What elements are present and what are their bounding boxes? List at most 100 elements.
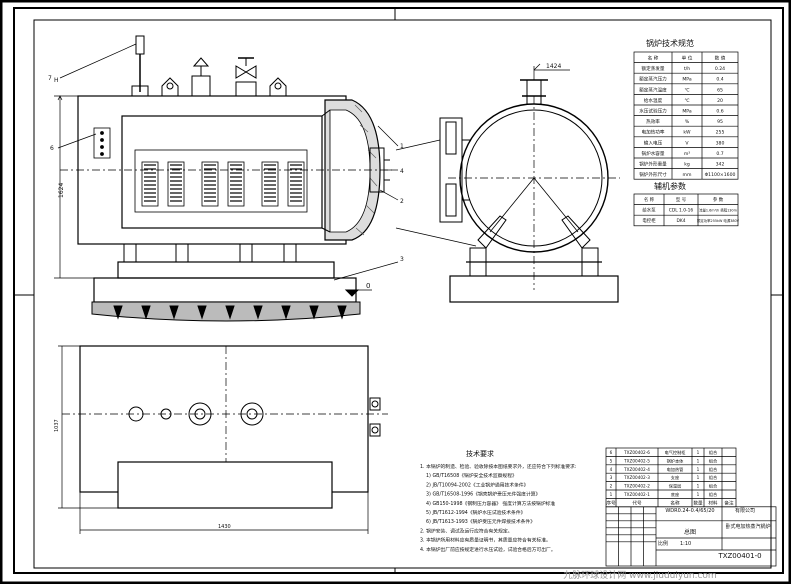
side-elevation-view <box>54 35 392 322</box>
plan-width-text: 1430 <box>218 524 231 530</box>
plan-bolt-1 <box>369 397 381 411</box>
tech-req-line: 2) JB/T10094-2002《工业锅炉通用技术条件》 <box>426 481 528 488</box>
spec-table-title: 锅炉技术规范 <box>646 38 694 48</box>
parts-cell: 组合 <box>709 483 718 490</box>
spec-cell: 电加热功率 <box>642 129 665 136</box>
main-steam-valve <box>235 81 257 96</box>
aux-cell: 给水泵 <box>642 207 656 214</box>
spec-cell: 20 <box>717 98 723 104</box>
tech-req-line: 6) JB/T1613-1993《锅炉受压元件焊接技术条件》 <box>426 518 535 525</box>
plan-nozzle-3 <box>240 402 264 426</box>
parts-header-cell: 材料 <box>708 500 718 507</box>
spec-cell: 95 <box>717 119 723 125</box>
aux-table-title: 辅机参数 <box>654 181 686 191</box>
parts-header-cell: 数量 <box>693 500 703 507</box>
anchor-bolt <box>113 305 123 320</box>
tech-req-line: 4. 本锅炉出厂前应按规定进行水压试验，试验合格后方可出厂。 <box>420 546 556 553</box>
aux-cell: 额定功率255kW 电源380V <box>697 218 740 223</box>
spec-header-cell: 数 值 <box>715 55 726 62</box>
spec-cell: 0.7 <box>716 151 723 157</box>
anchor-bolt <box>309 305 319 320</box>
spec-cell: 锅炉外形重量 <box>639 161 667 168</box>
tech-req-line: 3. 本锅炉所用材料应有质量证明书，其质量应符合有关标准。 <box>420 537 551 544</box>
parts-cell: TXZ00402-3 <box>623 475 650 480</box>
spec-header-cell: 单 位 <box>682 55 693 62</box>
parts-cell: TXZ00402-1 <box>623 492 650 497</box>
spec-cell: kg <box>684 162 690 168</box>
spec-cell: m³ <box>684 151 690 157</box>
parts-cell: 组合 <box>709 474 718 481</box>
saddle-support-right <box>561 215 591 249</box>
parts-cell: TXZ00402-5 <box>623 458 650 463</box>
anchor-bolts <box>113 305 347 320</box>
spec-cell: kW <box>683 130 691 136</box>
lifting-lug-2 <box>269 77 287 96</box>
spec-cell: 342 <box>716 162 725 168</box>
heater-bank-end <box>439 117 463 223</box>
company-name: 有限公司 <box>735 507 755 514</box>
parts-cell: 锅炉本体 <box>667 457 685 464</box>
spec-cell: 380 <box>716 140 725 146</box>
spec-cell: 0.4 <box>716 77 723 83</box>
parts-cell: 底座 <box>671 491 679 498</box>
heater-grille <box>287 161 305 207</box>
parts-header-cell: 名称 <box>670 500 680 507</box>
aux-table-frame <box>633 193 739 227</box>
spec-cell: ℃ <box>684 87 689 93</box>
plan-view <box>58 345 388 534</box>
aux-cell: 电控柜 <box>642 217 656 224</box>
anchor-bolt <box>141 305 151 320</box>
tech-req-line: 5) JB/T1612-1994《锅炉水压试验技术条件》 <box>426 509 525 516</box>
spec-cell: 热效率 <box>646 118 660 125</box>
spec-cell: mm <box>683 173 692 178</box>
saddle-support-left <box>477 215 507 249</box>
parts-cell: TXZ00402-4 <box>623 467 650 472</box>
aux-cell: DK4 <box>676 218 685 224</box>
anchor-bolt <box>337 305 347 320</box>
lifting-lug-1 <box>161 77 179 96</box>
spec-cell: Φ1100×1600 <box>705 172 736 178</box>
parts-header-cell: 备注 <box>724 500 734 507</box>
parts-header-cell: 代号 <box>632 500 642 507</box>
tech-req-title: 技术要求 <box>466 449 494 458</box>
parts-cell: 2 <box>610 484 613 489</box>
parts-cell: 1 <box>697 450 700 455</box>
callout-3: 3 <box>400 256 404 263</box>
heater-grille <box>227 161 245 207</box>
spec-cell: ℃ <box>684 98 689 104</box>
scale-label: 比例 <box>658 540 668 547</box>
spec-cell: 输入电压 <box>644 139 663 146</box>
product-name: 卧式电加热蒸汽锅炉 <box>725 523 770 530</box>
parts-cell: 6 <box>610 450 613 455</box>
spec-cell: MPa <box>682 77 692 83</box>
spec-cell: 255 <box>716 130 725 136</box>
heater-grilles <box>141 161 305 207</box>
callout-4: 4 <box>400 168 404 175</box>
inner-border <box>33 19 772 569</box>
parts-cell: 1 <box>610 492 613 497</box>
end-elevation-view <box>395 63 620 303</box>
side-view-leaders <box>57 43 399 281</box>
side-height-dim-label: H <box>54 77 59 84</box>
spec-cell: 0.6 <box>716 109 723 115</box>
anchor-bolt <box>225 305 235 320</box>
tech-req-line: 3) GB/T16508-1996《锅壳锅炉受压元件强度计算》 <box>426 491 540 498</box>
spec-cell: t/h <box>684 66 690 72</box>
spec-cell: 锅炉外形尺寸 <box>639 171 667 178</box>
spec-cell: V <box>685 140 689 146</box>
aux-header-cell: 参 数 <box>713 196 724 203</box>
parts-cell: 电气控制柜 <box>665 449 686 456</box>
side-height-dim-text: 1624 <box>58 183 65 198</box>
parts-cell: 1 <box>697 492 700 497</box>
callout-1: 1 <box>400 143 404 150</box>
parts-cell: 1 <box>697 467 700 472</box>
spec-cell: 额定蒸汽压力 <box>639 76 667 83</box>
technical-requirements: 技术要求 1. 本锅炉的制造、检验、验收除按本图纸要求外，还应符合下列标准要求:… <box>420 449 577 553</box>
parts-cell: 组合 <box>709 449 718 456</box>
drawing-border <box>13 7 784 574</box>
spec-cell: 水压试验压力 <box>639 108 667 115</box>
parts-cell: 1 <box>697 475 700 480</box>
